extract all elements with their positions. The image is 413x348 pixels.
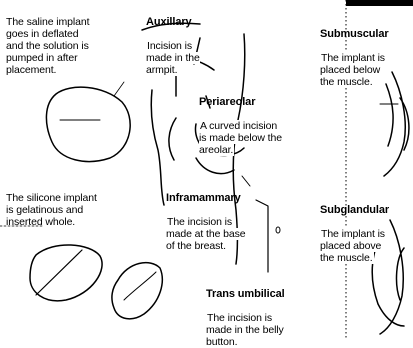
- submuscular-title: Submuscular: [320, 28, 389, 40]
- axillary-body: Incision is made in the armpit.: [146, 40, 200, 76]
- axillary-title: Auxillary: [146, 16, 200, 28]
- silicone-caption: The silicone implant is gelatinous and i…: [6, 192, 97, 228]
- silicone-implant-line: [36, 250, 82, 295]
- silicone-implant-shape-1: [30, 245, 102, 301]
- saline-implant-shape: [46, 87, 130, 161]
- subglandular-body: The implant is placed above the muscle.: [320, 228, 385, 264]
- umbilical-title: Trans umbilical: [206, 288, 285, 300]
- inframammary-label: Inframammary The incision is made at the…: [166, 180, 246, 252]
- umbilical-body: The incision is made in the belly button…: [206, 312, 284, 348]
- left-breast-curve: [169, 118, 176, 160]
- submuscular-label: Submuscular The implant is placed below …: [320, 16, 389, 88]
- panel-header-bar: [346, 0, 413, 6]
- saline-leader: [114, 82, 124, 96]
- submuscular-body: The implant is placed below the muscle.: [320, 52, 385, 88]
- subglandular-label: Subglandular The implant is placed above…: [320, 192, 389, 264]
- inframammary-line: [196, 158, 234, 174]
- periareolar-body: A curved incision is made below the areo…: [199, 120, 282, 156]
- inframammary-body: The incision is made at the base of the …: [166, 216, 246, 252]
- inframammary-title: Inframammary: [166, 192, 246, 204]
- periareolar-title: Periareolar: [199, 96, 282, 108]
- belly-button: [276, 227, 280, 233]
- periareolar-label: Periareolar A curved incision is made be…: [199, 84, 282, 156]
- saline-caption: The saline implant goes in deflated and …: [6, 16, 89, 76]
- submuscular-muscle: [386, 84, 393, 146]
- axillary-label: Auxillary Incision is made in the armpit…: [146, 4, 200, 76]
- umbilical-pointer: [256, 200, 268, 272]
- torso-left-arm: [151, 90, 164, 205]
- silicone-implant-shape-2: [112, 263, 162, 319]
- umbilical-label: Trans umbilical The incision is made in …: [206, 276, 285, 348]
- implant-diagram: The saline implant goes in deflated and …: [0, 0, 413, 338]
- subglandular-title: Subglandular: [320, 204, 389, 216]
